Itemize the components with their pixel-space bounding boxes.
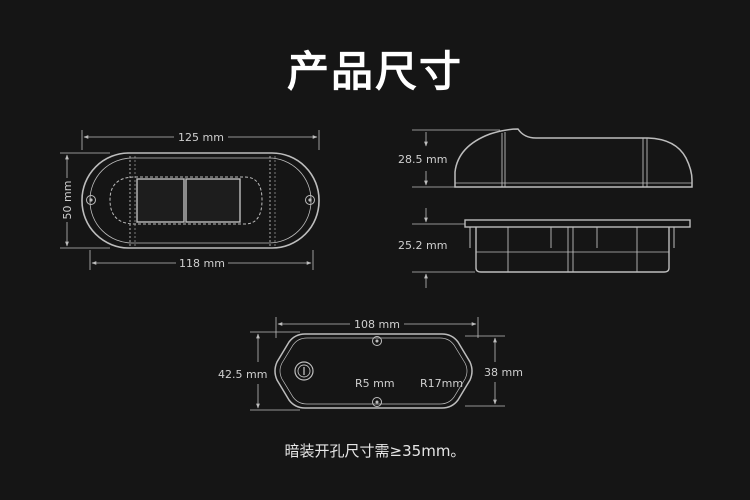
screw-hole-left bbox=[86, 195, 96, 205]
cutout-inner-outline bbox=[279, 337, 468, 405]
cutout-width-label: 108 mm bbox=[354, 318, 400, 331]
front-view bbox=[60, 130, 320, 270]
front-inner-width-label: 118 mm bbox=[179, 257, 225, 270]
boss-bottom bbox=[372, 397, 382, 407]
cutout-note: 暗装开孔尺寸需≥35mm。 bbox=[284, 442, 466, 460]
top-housing-outline bbox=[454, 128, 693, 188]
page-title: 产品尺寸 bbox=[286, 47, 463, 96]
cutout-outline bbox=[274, 333, 473, 409]
lens-housing bbox=[109, 176, 263, 225]
side-bottom-height-label: 25.2 mm bbox=[398, 239, 447, 252]
front-height-label: 50 mm bbox=[61, 181, 74, 220]
lamp-outline bbox=[81, 152, 320, 249]
lens-window-left bbox=[136, 178, 185, 223]
front-width-label: 125 mm bbox=[178, 131, 224, 144]
cutout-inner-height-label: 38 mm bbox=[484, 366, 523, 379]
large-radius-label: R17mm bbox=[420, 377, 463, 390]
side-view-bottom bbox=[412, 208, 691, 288]
base-flange bbox=[464, 219, 691, 228]
base-body bbox=[475, 227, 670, 273]
cutout-outer-height-label: 42.5 mm bbox=[218, 368, 267, 381]
lens-window-right bbox=[185, 178, 241, 223]
screw-hole-right bbox=[305, 195, 315, 205]
small-radius-label: R5 mm bbox=[355, 377, 395, 390]
side-top-height-label: 28.5 mm bbox=[398, 153, 447, 166]
cable-gland-outer bbox=[294, 361, 314, 381]
boss-top bbox=[372, 336, 382, 346]
side-view-top bbox=[412, 128, 693, 188]
cable-gland-inner bbox=[297, 364, 311, 378]
cutout-view bbox=[250, 317, 505, 411]
